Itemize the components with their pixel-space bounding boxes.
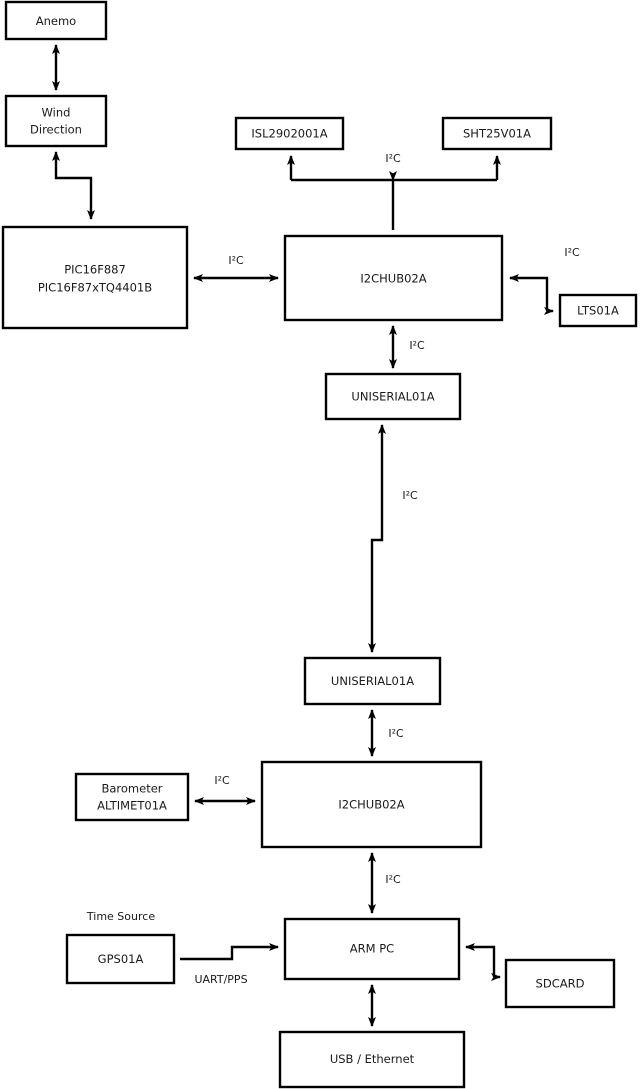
node-sht25v01a[interactable]: SHT25V01A: [441, 116, 553, 151]
node-barometer-label-line1: Barometer: [101, 782, 162, 796]
node-sdcard-label: SDCARD: [536, 977, 585, 991]
node-i2chub02a-bottom[interactable]: I2CHUB02A: [260, 760, 483, 849]
node-anemo-label: Anemo: [36, 14, 76, 28]
edge-label-i2c-uniserial-hub2: I²C: [388, 727, 404, 740]
node-sdcard-box: [504, 958, 616, 1009]
node-barometer[interactable]: Barometer ALTIMET01A: [74, 772, 190, 822]
node-i2chub02a-top-label: I2CHUB02A: [360, 272, 426, 286]
node-i2chub02a-bottom-label: I2CHUB02A: [338, 798, 404, 812]
edge-gps-armpc: [180, 943, 279, 961]
edge-label-i2c-hub-lts: I²C: [564, 246, 580, 259]
node-uniserial01a-top-box: [324, 372, 462, 421]
node-uniserial01a-bottom-box: [303, 656, 442, 706]
node-gps01a-box: [65, 933, 176, 985]
node-isl2902001a-box: [234, 116, 345, 151]
node-pic-box: [1, 225, 189, 330]
node-isl2902001a[interactable]: ISL2902001A: [234, 116, 345, 151]
node-usb-ethernet-label: USB / Ethernet: [330, 1052, 415, 1066]
node-gps01a[interactable]: GPS01A: [65, 933, 176, 985]
node-gps01a-label: GPS01A: [98, 952, 144, 966]
edge-label-i2c-pic-hub: I²C: [228, 254, 244, 267]
node-sht25v01a-label: SHT25V01A: [463, 127, 531, 141]
edge-hubtop-lts-in: [509, 274, 549, 311]
node-isl2902001a-label: ISL2902001A: [251, 127, 327, 141]
node-i2chub02a-top[interactable]: I2CHUB02A: [283, 234, 504, 322]
node-wind-direction[interactable]: Wind Direction: [4, 94, 108, 148]
edge-label-i2c-top-bus: I²C: [385, 152, 401, 165]
node-lts01a-label: LTS01A: [577, 304, 619, 318]
node-uniserial01a-top[interactable]: UNISERIAL01A: [324, 372, 462, 421]
edge-label-uart-pps: UART/PPS: [194, 973, 247, 986]
edge-label-i2c-barometer-hub2: I²C: [214, 774, 230, 787]
node-anemo[interactable]: Anemo: [4, 0, 108, 41]
node-usb-ethernet-box: [278, 1030, 466, 1089]
node-i2chub02a-bottom-box: [260, 760, 483, 849]
node-uniserial01a-bottom-label: UNISERIAL01A: [331, 674, 414, 688]
edge-label-i2c-hub2-armpc: I²C: [385, 873, 401, 886]
edge-armpc-sdcard-in: [465, 943, 496, 977]
node-pic[interactable]: PIC16F887 PIC16F87xTQ4401B: [1, 225, 189, 330]
node-anemo-box: [4, 0, 108, 41]
node-pic-label-line2: PIC16F87xTQ4401B: [38, 281, 152, 295]
edge-label-i2c-uniserial-uniserial: I²C: [402, 489, 418, 502]
node-uniserial01a-bottom[interactable]: UNISERIAL01A: [303, 656, 442, 706]
node-sht25v01a-box: [441, 116, 553, 151]
node-wind-direction-label-line1: Wind: [42, 106, 71, 120]
node-arm-pc[interactable]: ARM PC: [283, 917, 461, 981]
node-barometer-label-line2: ALTIMET01A: [97, 799, 167, 813]
node-barometer-box: [74, 772, 190, 822]
node-lts01a[interactable]: LTS01A: [558, 293, 638, 328]
node-arm-pc-box: [283, 917, 461, 981]
edge-wind-pic: [52, 151, 95, 220]
node-lts01a-box: [558, 293, 638, 328]
node-sdcard[interactable]: SDCARD: [504, 958, 616, 1009]
node-usb-ethernet[interactable]: USB / Ethernet: [278, 1030, 466, 1089]
edge-label-i2c-hub-uniserial: I²C: [409, 339, 425, 352]
node-wind-direction-label-line2: Direction: [30, 123, 82, 137]
node-arm-pc-label: ARM PC: [350, 942, 394, 956]
node-pic-label-line1: PIC16F887: [64, 263, 126, 277]
node-wind-direction-box: [4, 94, 108, 148]
edge-uniserialtop-uniserialbot: [368, 424, 386, 653]
node-uniserial01a-top-label: UNISERIAL01A: [351, 390, 434, 404]
node-i2chub02a-top-box: [283, 234, 504, 322]
label-time-source: Time Source: [86, 910, 155, 923]
